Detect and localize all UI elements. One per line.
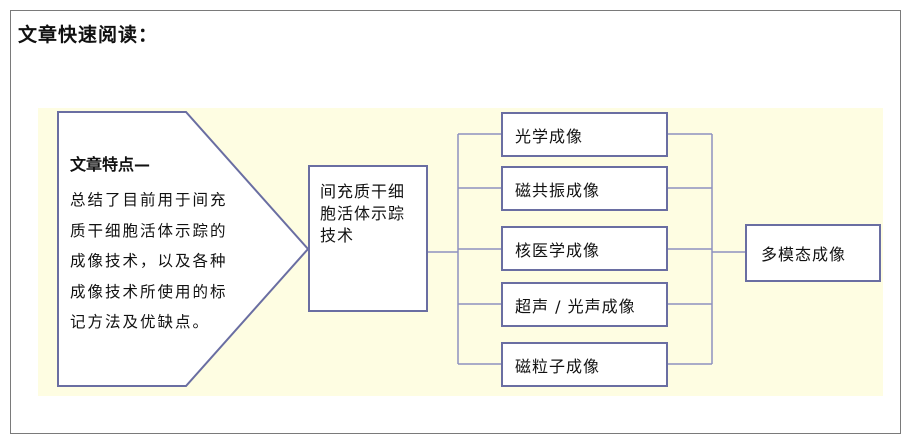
modality-optical: 光学成像 bbox=[501, 112, 668, 157]
result-node: 多模态成像 bbox=[745, 224, 881, 282]
modality-mri: 磁共振成像 bbox=[501, 166, 668, 211]
feature-body: 总结了目前用于间充质干细胞活体示踪的成像技术，以及各种成像技术所使用的标记方法及… bbox=[70, 191, 228, 331]
feature-title: 文章特点— bbox=[70, 155, 151, 174]
modality-nuclear: 核医学成像 bbox=[501, 226, 668, 271]
modality-magnetic-particle: 磁粒子成像 bbox=[501, 342, 668, 387]
feature-pentagon bbox=[57, 111, 310, 387]
page-heading: 文章快速阅读： bbox=[18, 24, 159, 46]
center-node: 间充质干细胞活体示踪技术 bbox=[308, 165, 428, 312]
modality-ultrasound-photoacoustic: 超声 / 光声成像 bbox=[501, 282, 668, 327]
outer-frame bbox=[10, 10, 901, 434]
